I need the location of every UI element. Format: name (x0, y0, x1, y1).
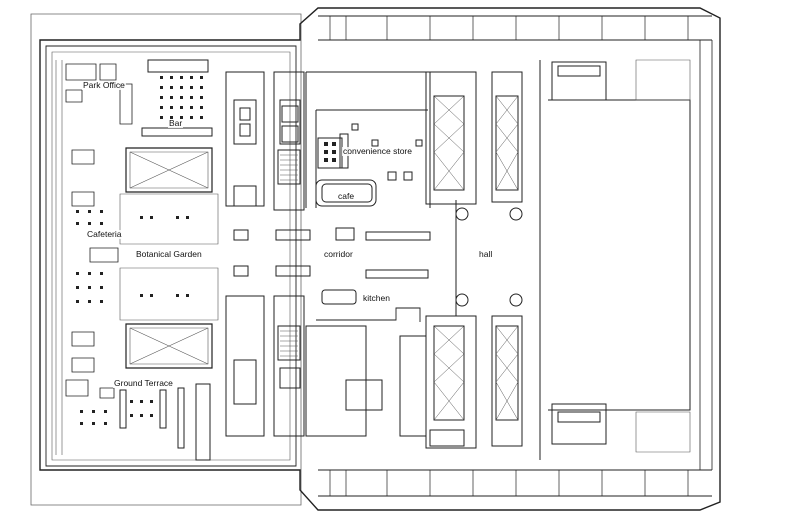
cafe-counter (316, 180, 376, 206)
label-kitchen: kitchen (362, 293, 391, 303)
kitchen-counter (322, 290, 356, 304)
label-convenience-store: convenience store (342, 146, 413, 156)
label-botanical-garden: Botanical Garden (135, 249, 203, 259)
convenience-store-walls (306, 72, 430, 208)
garden-court-upper (126, 148, 212, 192)
site-boundary (31, 14, 301, 505)
label-ground-terrace: Ground Terrace (113, 378, 174, 388)
label-corridor: corridor (323, 249, 354, 259)
label-cafeteria: Cafeteria (86, 229, 123, 239)
building-outline (40, 8, 720, 510)
label-cafe: cafe (337, 191, 356, 201)
hall-walls (456, 60, 690, 460)
label-hall: hall (478, 249, 494, 259)
bar-counter (142, 128, 212, 136)
garden-court-lower (126, 324, 212, 368)
label-park-office: Park Office (82, 80, 126, 90)
label-bar: Bar (168, 118, 184, 128)
